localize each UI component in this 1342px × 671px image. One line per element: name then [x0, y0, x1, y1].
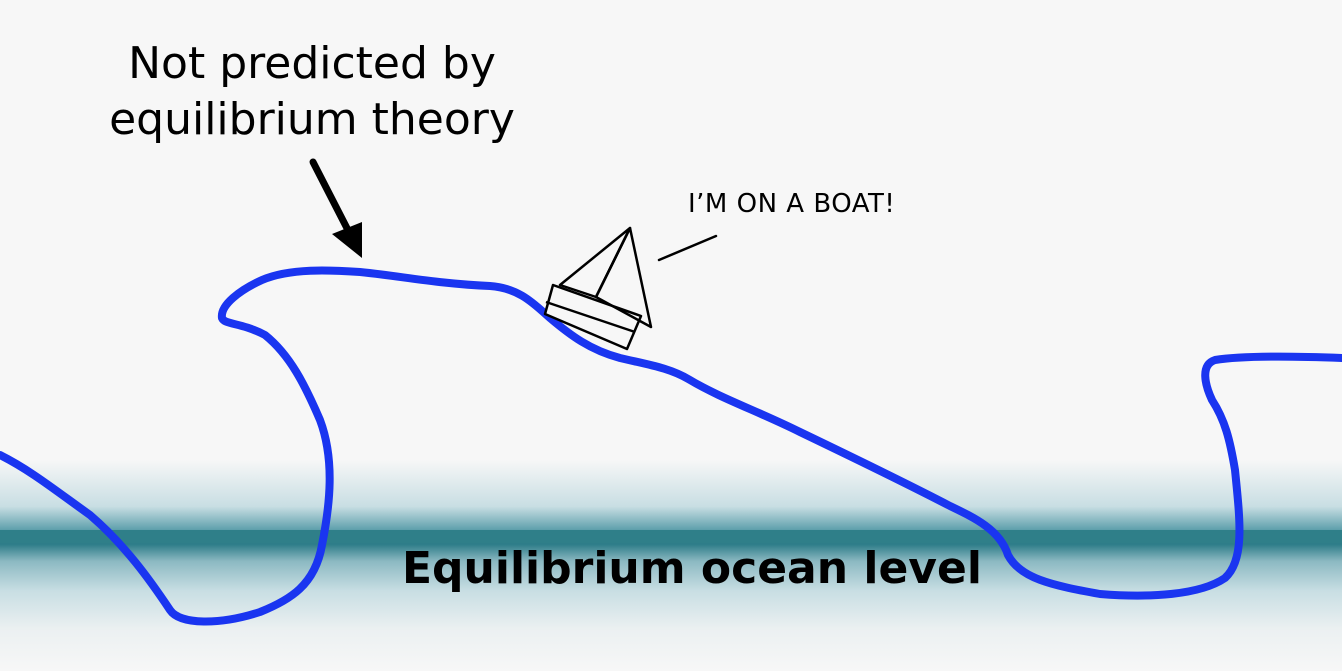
ocean-band [0, 460, 1342, 671]
boat-jib [558, 226, 632, 299]
speech-pointer [657, 234, 718, 262]
annotation-arrow [309, 158, 362, 258]
wave-line [0, 266, 1342, 626]
ocean-level-label: Equilibrium ocean level [402, 543, 982, 594]
equilibrium-ocean-level-line [0, 530, 1342, 543]
annotation-line-2: equilibrium theory [109, 94, 515, 145]
annotation-label: Not predicted by equilibrium theory [92, 36, 532, 148]
boat-speech-text: I’M ON A BOAT! [688, 189, 896, 219]
sailboat-icon [543, 226, 653, 351]
annotation-line-1: Not predicted by [128, 38, 496, 89]
